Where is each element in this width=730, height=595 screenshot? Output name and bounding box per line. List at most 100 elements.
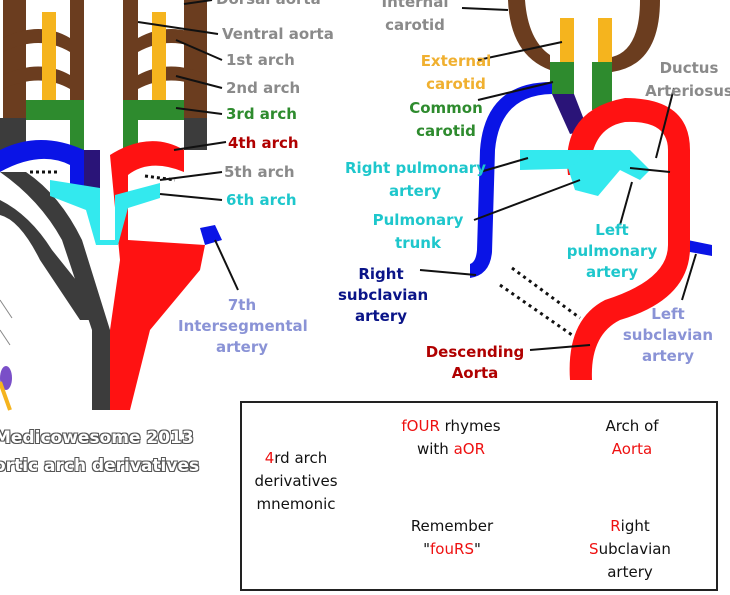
rsub-line2: subclavian xyxy=(338,286,429,304)
regressed-dotted-2 xyxy=(499,283,573,337)
right-internal-carotid-brown xyxy=(612,0,660,72)
mnemonic-right-subclavian: Right Subclavian artery xyxy=(568,515,692,584)
rpa-line1: Right pulmonary xyxy=(345,159,486,177)
label-5th-arch: 5th arch xyxy=(224,163,295,181)
rem-q1: " xyxy=(423,540,431,558)
external-line2: carotid xyxy=(426,75,486,93)
four-plain2: with xyxy=(416,440,454,458)
left-common-carotid xyxy=(592,62,612,110)
left-external-carotid-r xyxy=(598,18,612,66)
credit-line1: Medicowesome 2013 xyxy=(0,428,194,448)
rem-red1: fou xyxy=(430,540,454,558)
label-7th-line3: artery xyxy=(215,338,269,356)
label-7th-intersegmental: 7th Intersegmental artery xyxy=(178,296,308,356)
mnemonic-four: fOUR rhymes with aOR xyxy=(376,415,526,461)
arch-line1: Arch of xyxy=(605,417,659,435)
label-descending-aorta: Descending Aorta xyxy=(420,344,530,382)
label-left-pulmonary-artery: Left pulmonary artery xyxy=(560,222,664,281)
left-ventral-aorta-brown xyxy=(70,0,84,105)
four-red2: aOR xyxy=(453,440,485,458)
ductus-line2: Arteriosus xyxy=(645,82,730,100)
mnemonic-main-rest: rd arch xyxy=(274,449,328,467)
internal-line2: carotid xyxy=(385,16,445,34)
label-2nd-arch: 2nd arch xyxy=(226,79,301,97)
right-dorsal-grey xyxy=(184,118,207,150)
rs-rest2: ubclavian xyxy=(598,540,671,558)
pulmonary-trunk-cyan xyxy=(568,150,650,196)
four-rest1: rhymes xyxy=(439,417,501,435)
right-pointer-lines xyxy=(419,7,697,351)
mnemonic-main-line3: mnemonic xyxy=(256,495,336,513)
mnemonic-main-line2: derivatives xyxy=(254,472,338,490)
remember-line1: Remember xyxy=(410,517,494,535)
mnemonic-box: 4rd arch derivatives mnemonic fOUR rhyme… xyxy=(240,401,718,591)
left-dorsal-aorta-brown xyxy=(3,0,26,118)
rs-line3: artery xyxy=(607,563,653,581)
lsub-line1: Left xyxy=(651,305,685,323)
rem-mid: R xyxy=(454,540,465,558)
mnemonic-arch-of-aorta: Arch of Aorta xyxy=(572,415,692,461)
right-external-carotid-r xyxy=(560,18,574,66)
right-third-arch xyxy=(123,100,184,150)
seventh-left-blue xyxy=(200,225,222,245)
rs-rest1: ight xyxy=(620,517,650,535)
desc-line2: Aorta xyxy=(451,364,499,382)
regressed-dotted-1 xyxy=(511,266,581,320)
mnemonic-main: 4rd arch derivatives mnemonic xyxy=(246,447,346,516)
label-3rd-arch: 3rd arch xyxy=(226,105,297,123)
left-pointer-lines xyxy=(137,0,239,291)
external-line1: External xyxy=(420,52,492,70)
rs-red1: R xyxy=(610,517,621,535)
desc-line1: Descending xyxy=(425,343,525,361)
left-lower-grey xyxy=(0,172,110,410)
right-common-carotid xyxy=(550,62,574,94)
left-internal-carotid-brown xyxy=(508,0,550,70)
pt-line2: trunk xyxy=(395,234,441,252)
mnemonic-remember: Remember "fouRS" xyxy=(392,515,512,561)
lpa-line1: Left xyxy=(595,221,629,239)
left-dorsal-grey xyxy=(0,118,26,150)
rem-q2: " xyxy=(473,540,481,558)
label-6th-arch: 6th arch xyxy=(226,191,297,209)
rpa-line2: artery xyxy=(388,182,442,200)
ductus-line1: Ductus xyxy=(659,59,719,77)
left-blue-fourth-arch xyxy=(0,140,84,200)
internal-line1: Internal xyxy=(381,0,449,11)
label-right-pulmonary-artery: Right pulmonary artery xyxy=(345,159,486,200)
label-right-subclavian-artery: Right subclavian artery xyxy=(338,266,429,325)
common-line2: carotid xyxy=(416,122,476,140)
label-ductus-arteriosus: Ductus Arteriosus xyxy=(644,60,730,100)
label-dorsal-aorta: Dorsal aorta xyxy=(216,0,321,8)
common-line1: Common xyxy=(409,99,483,117)
lpa-line3: artery xyxy=(585,263,639,281)
arch-line2: Aorta xyxy=(611,440,653,458)
mnemonic-main-prefix: 4 xyxy=(264,449,275,467)
label-external-carotid: External carotid xyxy=(410,53,502,93)
pt-line1: Pulmonary xyxy=(372,211,464,229)
label-left-subclavian-artery: Left subclavian artery xyxy=(622,306,714,365)
right-adult-diagram xyxy=(419,0,712,380)
label-ventral-aorta: Ventral aorta xyxy=(222,25,334,43)
left-embryonic-diagram xyxy=(0,0,239,410)
label-1st-arch: 1st arch xyxy=(226,51,295,69)
right-external-carotid xyxy=(152,12,166,100)
left-external-carotid xyxy=(42,12,56,100)
label-7th-line2: Intersegmental xyxy=(178,317,308,335)
right-ventral-aorta-brown xyxy=(123,0,138,105)
lsub-line3: artery xyxy=(641,347,695,365)
left-third-arch xyxy=(26,100,84,150)
credit-line2: ortic arch derivatives xyxy=(0,456,200,476)
rs-red2: S xyxy=(589,540,599,558)
rsub-line3: artery xyxy=(354,307,408,325)
rem-red2: S xyxy=(464,540,474,558)
label-internal-carotid: Internal carotid xyxy=(370,0,460,34)
lsub-line2: subclavian xyxy=(622,326,714,344)
label-common-carotid: Common carotid xyxy=(400,100,492,140)
cyan-sixth-arch xyxy=(50,180,160,245)
left-limb-grey xyxy=(0,200,92,320)
lpa-line2: pulmonary xyxy=(566,242,658,260)
label-7th-line1: 7th xyxy=(227,296,257,314)
four-red1: fOUR xyxy=(401,417,440,435)
